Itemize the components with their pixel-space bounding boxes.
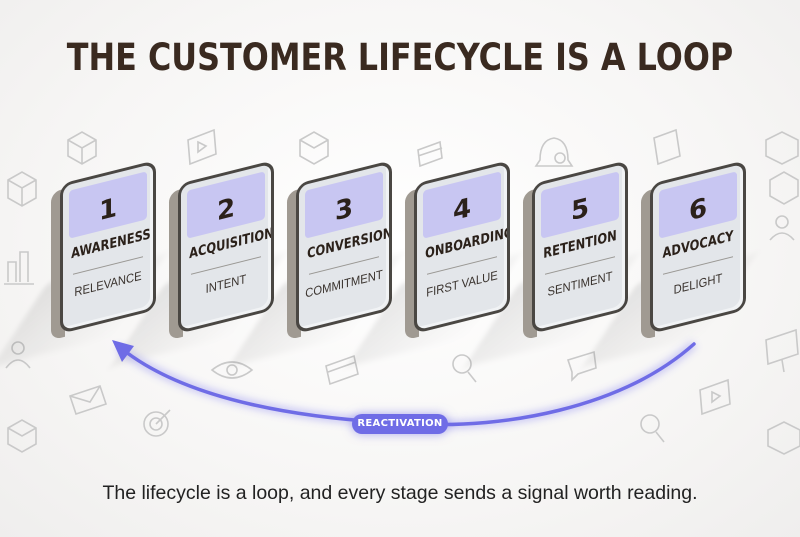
video-icon	[699, 378, 731, 416]
user-icon	[769, 215, 795, 241]
arrowhead-icon	[112, 340, 134, 362]
box-icon	[7, 171, 37, 207]
target-icon	[143, 409, 171, 437]
card-icon	[325, 354, 359, 386]
envelope-icon	[68, 384, 108, 416]
box-icon	[767, 421, 800, 455]
box-icon	[765, 131, 799, 165]
bell-icon	[534, 137, 574, 167]
monitor-icon	[765, 328, 799, 373]
video-icon	[187, 128, 217, 166]
box-icon	[7, 419, 37, 453]
card-icon	[417, 140, 443, 168]
phone-icon	[653, 128, 681, 166]
chart-icon	[4, 251, 34, 285]
page-title: THE CUSTOMER LIFECYCLE IS A LOOP	[66, 36, 734, 79]
search-icon	[640, 414, 665, 443]
search-icon	[452, 354, 477, 383]
user-icon	[5, 341, 31, 369]
cube-icon	[67, 131, 97, 165]
cube-icon	[769, 171, 799, 205]
reactivation-badge: REACTIVATION	[352, 414, 448, 434]
eye-icon	[210, 361, 254, 379]
cube-icon	[299, 131, 329, 165]
caption: The lifecycle is a loop, and every stage…	[102, 482, 698, 504]
chat-icon	[566, 350, 597, 382]
